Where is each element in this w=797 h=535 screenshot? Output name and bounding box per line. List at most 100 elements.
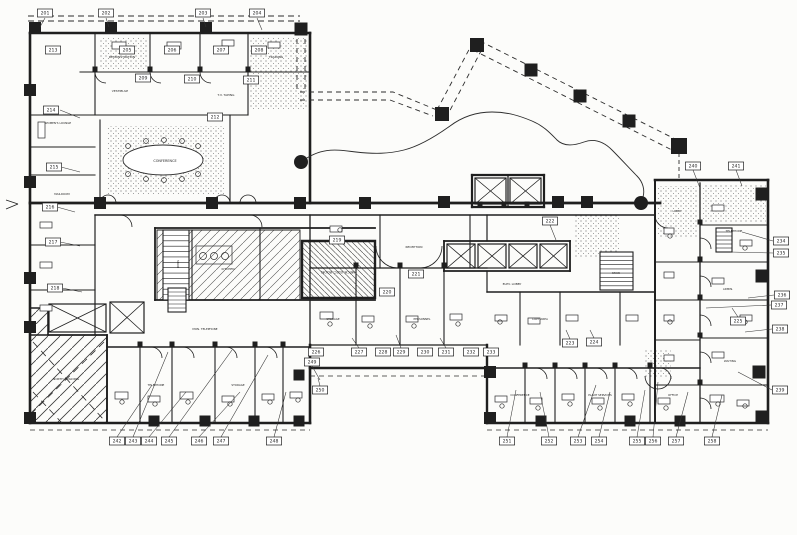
room-tag: 238 bbox=[772, 324, 788, 334]
room-tag-number: 229 bbox=[397, 350, 406, 356]
room-name-label: STAIR bbox=[612, 271, 620, 275]
room-name-label: ADMIN. bbox=[723, 287, 733, 291]
room-tag-number: 209 bbox=[139, 76, 148, 82]
room-tag: 236 bbox=[774, 290, 790, 300]
room-tag-number: 247 bbox=[217, 439, 226, 445]
room-tag: 234 bbox=[773, 236, 789, 246]
room-name-label: ELEV. LOBBY bbox=[503, 282, 522, 286]
room-tag-number: 248 bbox=[270, 439, 279, 445]
room-tag-number: 249 bbox=[308, 360, 317, 366]
room-tag: 208 bbox=[251, 45, 267, 55]
room-tag-number: 234 bbox=[777, 239, 786, 245]
room-tag-number: 205 bbox=[123, 48, 132, 54]
wall-nubs bbox=[92, 66, 703, 385]
room-tag: 237 bbox=[771, 300, 787, 310]
stairs-layer bbox=[162, 227, 733, 313]
room-tag: 220 bbox=[379, 287, 395, 297]
room-name-label: STAIR bbox=[176, 260, 180, 268]
room-tag: 249 bbox=[304, 357, 320, 367]
room-tag-number: 221 bbox=[412, 272, 421, 278]
room-tag: 245 bbox=[161, 436, 177, 446]
room-tag: 216 bbox=[42, 202, 58, 212]
room-name-label: OFFICE bbox=[668, 393, 678, 397]
room-tag: 246 bbox=[191, 436, 207, 446]
room-tag: 209 bbox=[135, 73, 151, 83]
room-tag-number: 217 bbox=[49, 240, 58, 246]
room-tag-number: 245 bbox=[165, 439, 174, 445]
room-name-label: MON. TELEPHONE bbox=[192, 327, 217, 331]
room-name-label: WAITING bbox=[724, 359, 736, 363]
room-tag: 258 bbox=[704, 436, 720, 446]
room-tag-number: 257 bbox=[672, 439, 681, 445]
room-tag: 232 bbox=[463, 347, 479, 357]
room-tag: 254 bbox=[591, 436, 607, 446]
dashed-lines-layer bbox=[28, 15, 768, 431]
room-tag: 243 bbox=[125, 436, 141, 446]
room-tag: 221 bbox=[408, 269, 424, 279]
room-tag: 204 bbox=[249, 8, 265, 18]
room-tag-number: 213 bbox=[49, 48, 58, 54]
room-name-label: COPY AREA bbox=[532, 317, 548, 321]
room-tag-number: 224 bbox=[590, 340, 599, 346]
room-tag-number: 222 bbox=[546, 219, 555, 225]
room-tag-number: 254 bbox=[595, 439, 604, 445]
room-name-label: CONFERENCE bbox=[153, 159, 176, 163]
room-tag-number: 251 bbox=[503, 439, 512, 445]
room-tag-number: 210 bbox=[188, 77, 197, 83]
room-tag: 219 bbox=[329, 235, 345, 245]
room-tag-number: 227 bbox=[355, 350, 364, 356]
room-tag-number: 202 bbox=[102, 11, 111, 17]
room-tag: 240 bbox=[685, 161, 701, 171]
room-tag-number: 206 bbox=[168, 48, 177, 54]
room-tag-number: 231 bbox=[442, 350, 451, 356]
room-name-label: MAILROOM bbox=[54, 192, 70, 196]
room-tag-number: 253 bbox=[574, 439, 583, 445]
room-name-label: NORTH BUILDING bbox=[53, 377, 80, 381]
room-tag: 225 bbox=[730, 316, 746, 326]
room-name-label: CONFERENCE bbox=[510, 393, 529, 397]
room-tag-number: 211 bbox=[247, 78, 256, 84]
room-tag: 202 bbox=[98, 8, 114, 18]
room-tag: 215 bbox=[46, 162, 62, 172]
room-tag-number: 255 bbox=[633, 439, 642, 445]
room-tag: 253 bbox=[570, 436, 586, 446]
room-tag-number: 241 bbox=[732, 164, 741, 170]
round-columns bbox=[294, 155, 648, 210]
room-tag: 230 bbox=[417, 347, 433, 357]
room-name-label: WOMEN'S LOUNGE bbox=[45, 121, 72, 125]
room-tag-number: 225 bbox=[734, 319, 743, 325]
room-tag-number: 207 bbox=[217, 48, 226, 54]
room-tag: 231 bbox=[438, 347, 454, 357]
room-tag-number: 239 bbox=[776, 388, 785, 394]
room-tag: 222 bbox=[542, 216, 558, 226]
room-tag-number: 214 bbox=[47, 108, 56, 114]
room-tag: 248 bbox=[266, 436, 282, 446]
room-tag-number: 242 bbox=[113, 439, 122, 445]
room-tag: 203 bbox=[195, 8, 211, 18]
room-tag-number: 226 bbox=[312, 350, 321, 356]
room-tag: 251 bbox=[499, 436, 515, 446]
room-tag-number: 215 bbox=[50, 165, 59, 171]
room-name-label: TELEPHONE bbox=[725, 229, 743, 233]
room-tag: 211 bbox=[243, 75, 259, 85]
room-tag: 227 bbox=[351, 347, 367, 357]
room-tag: 229 bbox=[393, 347, 409, 357]
room-tag-number: 252 bbox=[545, 439, 554, 445]
room-name-label: T.V. TAPING bbox=[217, 93, 236, 97]
room-tag: 252 bbox=[541, 436, 557, 446]
room-name-label: LOBBY bbox=[672, 209, 681, 213]
room-name-label: PERSONNEL bbox=[414, 317, 431, 321]
room-tag: 224 bbox=[586, 337, 602, 347]
room-tag-number: 233 bbox=[487, 350, 496, 356]
room-tag: 213 bbox=[45, 45, 61, 55]
room-tag-number: 236 bbox=[778, 293, 787, 299]
room-tag-number: 218 bbox=[51, 286, 60, 292]
room-tag-number: 235 bbox=[777, 251, 786, 257]
room-tag: 205 bbox=[119, 45, 135, 55]
room-tag-number: 244 bbox=[145, 439, 154, 445]
structural-columns bbox=[24, 22, 769, 427]
room-tag: 233 bbox=[483, 347, 499, 357]
room-tag: 207 bbox=[213, 45, 229, 55]
